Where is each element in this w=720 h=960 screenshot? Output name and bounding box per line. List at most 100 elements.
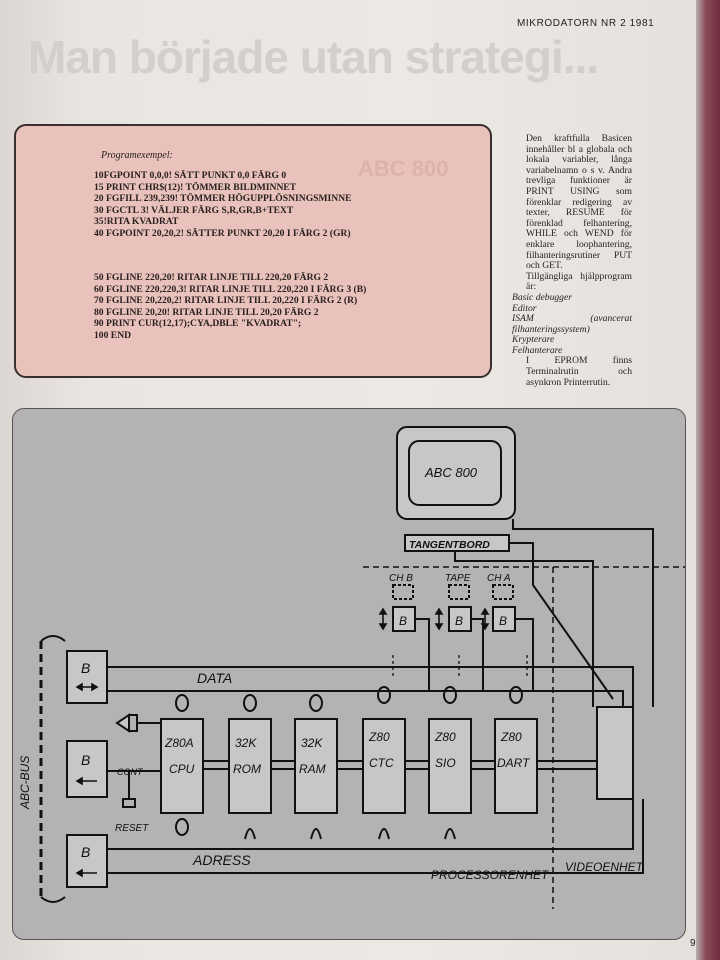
code-line: 20 FGFILL 239,239! TÖMMER HÖGUPPLÖSNINGS…	[94, 193, 352, 205]
bus-buffer-label: B	[81, 844, 90, 860]
code-line: 80 FGLINE 20,20! RITAR LINJE TILL 20,20 …	[94, 306, 319, 318]
chip-box	[494, 718, 538, 814]
keyboard-label: TANGENTBORD	[409, 539, 490, 551]
channel-connector	[448, 584, 470, 600]
channel-connector	[392, 584, 414, 600]
buffer-label: B	[399, 614, 407, 628]
chip-box	[362, 718, 406, 814]
running-head: MIKRODATORN NR 2 1981	[517, 18, 655, 29]
code-block-1: 10FGPOINT 0,0,0! SÄTT PUNKT 0,0 FÄRG 0 1…	[94, 170, 352, 240]
program-item: Editor	[512, 302, 537, 314]
connector	[309, 694, 323, 712]
channel-label: CH A	[487, 573, 511, 584]
faded-title: Man började utan strategi...	[28, 31, 599, 83]
reset-label: RESET	[115, 823, 149, 834]
chip-box	[294, 718, 338, 814]
program-example-box: ABC 800 Programexempel: 10FGPOINT 0,0,0!…	[14, 124, 492, 378]
chip-label: ROM	[233, 762, 261, 776]
code-line: 90 PRINT CUR(12,17);CYA,DBLE "KVADRAT";	[94, 318, 302, 330]
channel-connector	[492, 584, 514, 600]
program-item: ISAM (avancerat filhanteringssystem)	[512, 313, 632, 335]
chip-box	[428, 718, 472, 814]
data-bus-lower	[107, 690, 624, 709]
block-diagram: ABC 800 TANGENTBORD CH B TAPE CH A B B B…	[12, 408, 686, 940]
chip-label: DART	[497, 756, 531, 770]
address-bus-lower	[107, 799, 644, 874]
side-paragraph: Tillgängliga hjälpprogram är:	[526, 270, 632, 293]
connector	[243, 694, 257, 712]
bus-buffer-bottom	[66, 834, 108, 888]
code-line: 60 FGLINE 220,220,3! RITAR LINJE TILL 22…	[94, 283, 367, 295]
code-block-2: 50 FGLINE 220,20! RITAR LINJE TILL 220,2…	[94, 272, 366, 342]
connector	[244, 828, 256, 840]
address-label: ADRESS	[192, 852, 251, 868]
connector	[443, 686, 457, 704]
code-line: 30 FGCTL 3! VÄLJER FÄRG S,R,GR,B+TEXT	[94, 204, 294, 216]
address-bus-upper	[107, 799, 634, 850]
channel-label: CH B	[389, 573, 413, 584]
chip-label: Z80	[368, 730, 390, 744]
data-label: DATA	[197, 670, 232, 686]
chip-label: SIO	[435, 756, 456, 770]
video-unit-box	[596, 706, 634, 800]
monitor-screen	[408, 440, 502, 506]
faded-box-text: ABC 800	[358, 156, 449, 181]
chip-label: 32K	[235, 736, 257, 750]
bus-end-top	[40, 635, 66, 642]
speaker-body	[128, 714, 138, 732]
chip-label: RAM	[299, 762, 326, 776]
bus-end-bottom	[40, 896, 66, 903]
data-bus-upper	[107, 666, 634, 709]
program-item: Felhanterare	[512, 344, 563, 356]
speaker-icon	[115, 713, 130, 733]
connector	[175, 694, 189, 712]
monitor-label: ABC 800	[424, 465, 478, 480]
code-line: 50 FGLINE 220,20! RITAR LINJE TILL 220,2…	[94, 272, 329, 283]
bus-buffer-top	[66, 650, 108, 704]
channel-label: TAPE	[445, 573, 471, 584]
keyboard-link-2	[509, 542, 614, 700]
connector	[310, 828, 322, 840]
bus-buffer-mid	[66, 740, 108, 798]
code-line: 10FGPOINT 0,0,0! SÄTT PUNKT 0,0 FÄRG 0	[94, 170, 287, 181]
chip-label: Z80A	[164, 736, 194, 750]
side-paragraph: Den kraftfulla Basicen innehåller bl a g…	[526, 133, 632, 272]
chip-label: CTC	[369, 756, 394, 770]
program-item: Basic debugger	[512, 291, 572, 303]
chip-label: Z80	[434, 730, 456, 744]
cont-label: CONT	[117, 767, 144, 777]
program-item: Krypterare	[512, 334, 555, 346]
side-paragraph: I EPROM finns Terminalrutin och asynkron…	[526, 355, 632, 388]
chip-box	[160, 718, 204, 814]
chip-label: Z80	[500, 730, 522, 744]
connector	[175, 818, 189, 836]
page-number: 9	[690, 938, 696, 949]
code-line: 40 FGPOINT 20,20,2! SÄTTER PUNKT 20,20 I…	[94, 227, 351, 239]
chip-label: CPU	[169, 762, 195, 776]
magazine-page: MIKRODATORN NR 2 1981 Man började utan s…	[0, 0, 700, 960]
chip-box	[228, 718, 272, 814]
connector	[509, 686, 523, 704]
connector	[378, 828, 390, 840]
block-diagram-svg: ABC 800 TANGENTBORD CH B TAPE CH A B B B…	[18, 426, 685, 909]
processor-label: PROCESSORENHET	[431, 868, 550, 882]
reset-button	[122, 798, 136, 808]
code-line: 100 END	[94, 329, 132, 341]
connector	[444, 828, 456, 840]
video-label: VIDEOENHET	[565, 860, 645, 874]
side-column: Den kraftfulla Basicen innehåller bl a g…	[508, 133, 632, 388]
bus-buffer-label: B	[81, 752, 90, 768]
monitor-link	[512, 519, 654, 707]
code-line: 35!RITA KVADRAT	[94, 216, 179, 228]
chip-label: 32K	[301, 736, 323, 750]
code-line: 15 PRINT CHR$(12)! TÖMMER BILDMINNET	[94, 181, 297, 193]
keyboard-link	[454, 551, 594, 707]
background-edge	[696, 0, 720, 960]
connector	[377, 686, 391, 704]
bus-buffer-label: B	[81, 660, 90, 676]
code-caption: Programexempel:	[101, 150, 173, 161]
code-line: 70 FGLINE 20,220,2! RITAR LINJE TILL 20,…	[94, 295, 358, 307]
buffer-label: B	[499, 614, 507, 628]
buffer-label: B	[455, 614, 463, 628]
abc-bus-label: ABC-BUS	[18, 756, 32, 810]
